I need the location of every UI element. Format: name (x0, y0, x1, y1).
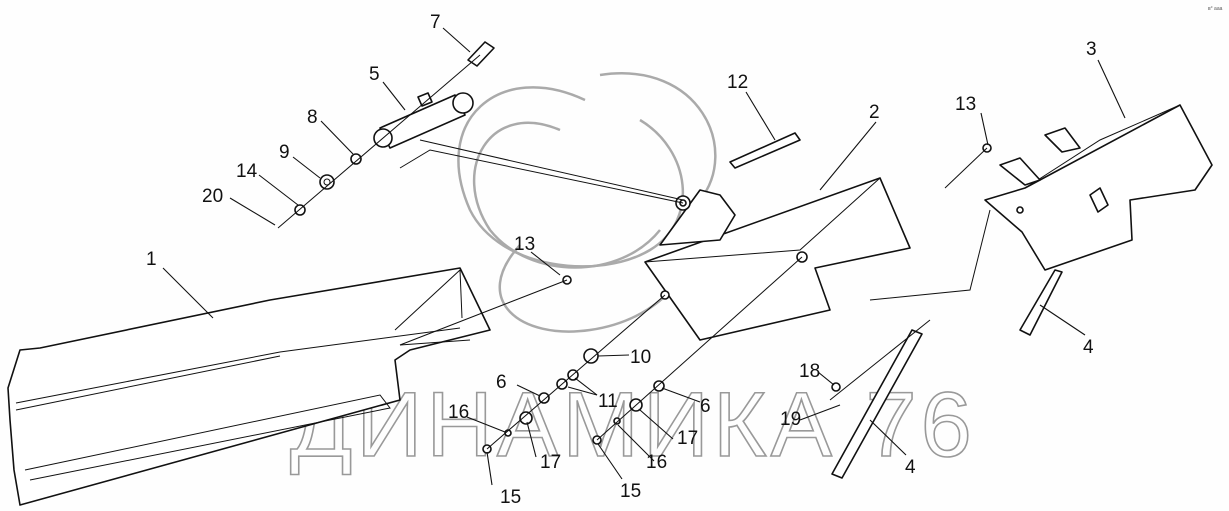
cylinder (373, 92, 474, 149)
callout-4-bottom: 4 (905, 457, 916, 478)
callout-17-left: 17 (540, 452, 561, 473)
callout-4-right: 4 (1083, 337, 1094, 358)
callout-3: 3 (1086, 39, 1097, 60)
callout-13-right: 13 (955, 94, 976, 115)
callout-6-right: 6 (700, 396, 711, 417)
callout-11: 11 (598, 391, 618, 412)
callout-labels: 1 2 3 4 4 5 7 8 9 14 20 12 13 13 10 11 6… (146, 12, 1097, 508)
corner-mark: в° ааа (1208, 6, 1223, 12)
spring (729, 132, 801, 169)
callout-17-right: 17 (677, 428, 698, 449)
callout-13-left: 13 (514, 234, 535, 255)
callout-9: 9 (279, 142, 290, 163)
callout-1: 1 (146, 249, 157, 270)
callout-5: 5 (369, 64, 380, 85)
callout-10: 10 (630, 347, 651, 368)
left-cover (7, 267, 491, 506)
gas-strut-bottom (831, 329, 923, 479)
middle-cover (644, 177, 911, 341)
callout-15-right: 15 (620, 481, 641, 502)
right-cover (984, 104, 1213, 271)
callout-19: 19 (780, 409, 801, 430)
watermark-logo (457, 72, 717, 333)
callout-15-left: 15 (500, 487, 521, 508)
callout-7: 7 (430, 12, 441, 33)
callout-8: 8 (307, 107, 318, 128)
callout-14: 14 (236, 161, 258, 182)
callout-12: 12 (727, 72, 748, 93)
callout-16-right: 16 (646, 452, 667, 473)
callout-18: 18 (799, 361, 820, 382)
callout-20: 20 (202, 186, 223, 207)
callout-2: 2 (869, 102, 880, 123)
assembly-lines (277, 54, 991, 450)
callout-leaders (162, 27, 1126, 486)
callout-6-left: 6 (496, 372, 507, 393)
gas-strut-right (1019, 269, 1063, 336)
callout-16-left: 16 (448, 402, 469, 423)
